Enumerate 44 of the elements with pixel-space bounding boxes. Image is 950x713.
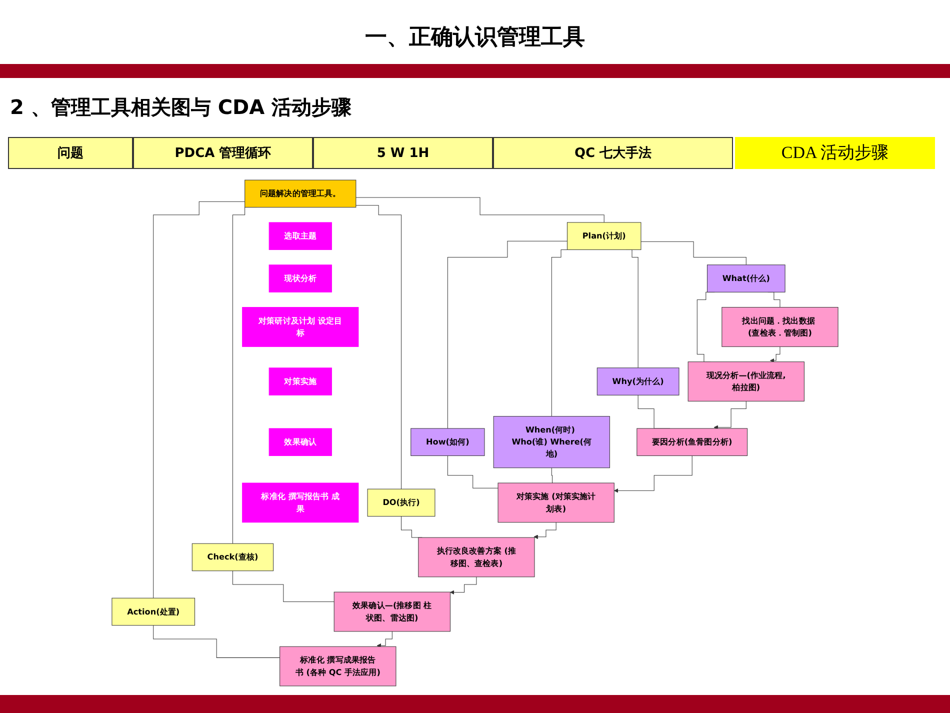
node-box: 现状分析 (268, 264, 332, 292)
arrow (614, 455, 692, 493)
arrow (450, 576, 477, 595)
node-box: 选取主题 (268, 222, 332, 250)
column-label: CDA 活动步骤 (735, 137, 935, 169)
node-box: 效果确认—(推移图 柱状图、雷达图) (334, 592, 450, 632)
node-box: When(何时) Who(谁) Where(何地) (493, 416, 610, 468)
connector (356, 205, 402, 490)
subtitle: 2 、管理工具相关图与 CDA 活动步骤 (10, 94, 352, 121)
node-box: 标准化 撰写成果报告书 (各种 QC 手法应用) (280, 646, 396, 686)
node-box: Action(处置) (112, 598, 196, 626)
node-box: Plan(计划) (566, 222, 642, 250)
node-box: 效果确认 (268, 428, 332, 456)
connector (447, 455, 498, 488)
node-box: What(什么) (706, 264, 786, 292)
connector (551, 468, 554, 484)
header-cell: PDCA 管理循环 (133, 137, 313, 169)
header-cell: 问题 (8, 137, 133, 169)
arrow (534, 522, 556, 540)
node-box: 对策研讨及计划 设定目标 (242, 307, 359, 347)
node-box: 要因分析(鱼骨图分析) (636, 428, 748, 456)
connector (153, 625, 280, 658)
node-box: 对策实施 (对策实施计划表) (498, 482, 614, 523)
node-box: 问题解决的管理工具。 (244, 180, 356, 208)
node-box: 对策实施 (268, 368, 332, 396)
node-box: 找出问题．找出数据 (查检表．管制图) (722, 307, 838, 347)
node-box: How(如何) (410, 428, 485, 456)
header-cell: QC 七大手法 (493, 137, 733, 169)
connector (153, 201, 246, 598)
title: 一、正确认识管理工具 (364, 24, 586, 52)
node-box: DO(执行) (367, 488, 436, 517)
node-box: 现况分析—(作业流程,柏拉图) (688, 362, 804, 402)
connector (356, 197, 604, 223)
arrow (714, 400, 746, 430)
connector (232, 570, 334, 602)
header-cell: 5 W 1H (313, 137, 493, 169)
node-box: 标准化 撰写报告书 成果 (242, 482, 359, 523)
arrow (376, 631, 392, 648)
node-box: Check(查核) (192, 543, 274, 572)
node-box: 执行改良改善方案 (推移图、查检表) (418, 537, 535, 578)
connector (447, 240, 568, 429)
arrow (770, 346, 780, 363)
connector (640, 241, 746, 266)
node-box: Why(为什么) (596, 368, 680, 396)
